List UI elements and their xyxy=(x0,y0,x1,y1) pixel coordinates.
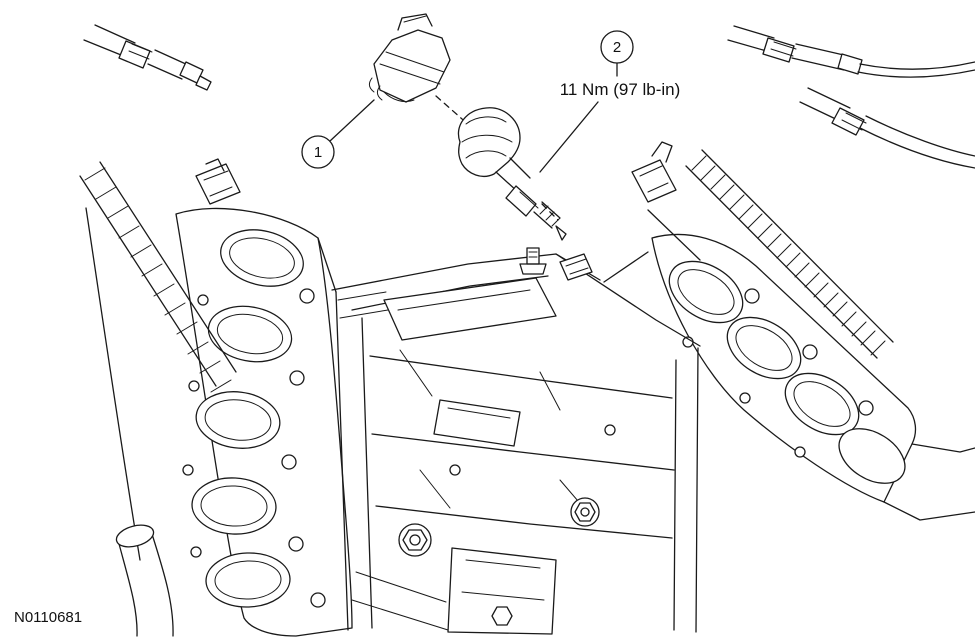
callout-2-leader xyxy=(539,30,634,173)
callout-1-number: 1 xyxy=(314,144,322,161)
hose-top-right-lower xyxy=(799,87,975,169)
left-harness-connector xyxy=(195,158,241,205)
right-intake-flange xyxy=(603,233,975,521)
engine-valley xyxy=(331,247,701,635)
right-valve-cover xyxy=(647,149,894,359)
connector-item-1-art xyxy=(368,13,451,103)
left-intake-flange xyxy=(85,207,353,637)
hose-top-right-upper xyxy=(727,25,975,78)
engine-line-art xyxy=(79,13,975,637)
sensor-item-2-art xyxy=(457,107,567,241)
callout-2-number: 2 xyxy=(613,39,621,56)
torque-spec-label: 11 Nm (97 lb-in) xyxy=(560,80,681,99)
left-fuel-rail xyxy=(79,161,237,393)
right-harness-connector xyxy=(631,141,677,203)
callout-1-leader xyxy=(301,99,375,169)
hose-top-left xyxy=(83,24,212,91)
coolant-pipe-bottom-left xyxy=(115,524,174,637)
figure-number: N0110681 xyxy=(14,609,82,626)
